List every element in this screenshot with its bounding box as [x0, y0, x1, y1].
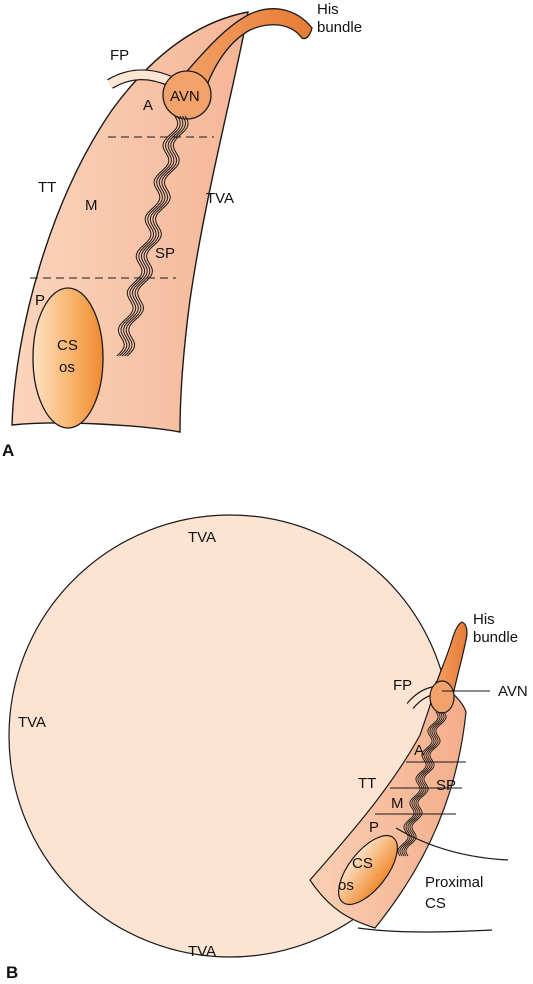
- cs-label-a-1: CS: [57, 337, 78, 354]
- tva-label-top-b: TVA: [188, 529, 216, 546]
- slow-pathway-fiber: [401, 711, 443, 857]
- proximal-cs-lower-wall: [357, 927, 493, 933]
- tt-label-b: TT: [358, 775, 376, 792]
- slow-pathway-a: [116, 115, 189, 357]
- tva-label-bottom-b: TVA: [188, 943, 216, 960]
- panel-letter-b: B: [6, 963, 18, 982]
- slow-pathway-fiber: [124, 115, 186, 357]
- cs-label-a-2: os: [59, 359, 75, 376]
- avn-label-a: AVN: [170, 88, 200, 105]
- panel-b: TVA TVA TVA His bundle FP AVN A TT M SP …: [6, 514, 528, 982]
- slow-pathway-fiber: [397, 711, 439, 857]
- his-label-a-1: His: [317, 1, 339, 18]
- cs-label-b-2: os: [338, 877, 354, 894]
- sp-label-a: SP: [155, 245, 175, 262]
- slow-pathway-fiber: [403, 711, 445, 857]
- his-label-a-2: bundle: [317, 19, 362, 36]
- slow-pathway-fiber: [405, 711, 447, 857]
- cs-label-b-1: CS: [352, 855, 373, 872]
- a-label-a: A: [143, 97, 153, 114]
- sp-label-b: SP: [436, 777, 456, 794]
- m-label-b: M: [391, 795, 404, 812]
- tt-label-a: TT: [38, 179, 56, 196]
- slow-pathway-fiber: [126, 115, 189, 357]
- slow-pathway-fiber: [399, 711, 441, 857]
- panel-a: His bundle FP AVN A TT M TVA SP P CS os …: [2, 1, 362, 460]
- his-label-b-2: bundle: [473, 629, 518, 646]
- m-label-a: M: [85, 197, 98, 214]
- cs-os-b: [338, 835, 398, 905]
- avn-label-b: AVN: [498, 683, 528, 700]
- cs-os-a: [32, 287, 104, 429]
- proximal-cs-upper-wall: [395, 827, 509, 861]
- tva-label-left-b: TVA: [18, 714, 46, 731]
- his-label-b-1: His: [473, 611, 495, 628]
- panel-letter-a: A: [2, 441, 14, 460]
- slow-pathway-b: [397, 711, 447, 857]
- fast-pathway-a-inner: [107, 70, 174, 88]
- fp-label-b: FP: [393, 677, 412, 694]
- proximal-cs-label-2: CS: [425, 895, 446, 912]
- p-label-b: P: [369, 819, 379, 836]
- slow-pathway-fiber: [116, 115, 179, 357]
- av-node-b: [429, 680, 455, 714]
- tva-label-a: TVA: [206, 190, 234, 207]
- a-label-b: A: [414, 742, 424, 759]
- slow-pathway-fiber: [119, 115, 181, 357]
- his-bundle-a: [166, 8, 313, 93]
- proximal-cs-label-1: Proximal: [425, 874, 483, 891]
- slow-pathway-fiber: [121, 115, 184, 357]
- fp-label-a: FP: [110, 47, 129, 64]
- p-label-a: P: [35, 292, 45, 309]
